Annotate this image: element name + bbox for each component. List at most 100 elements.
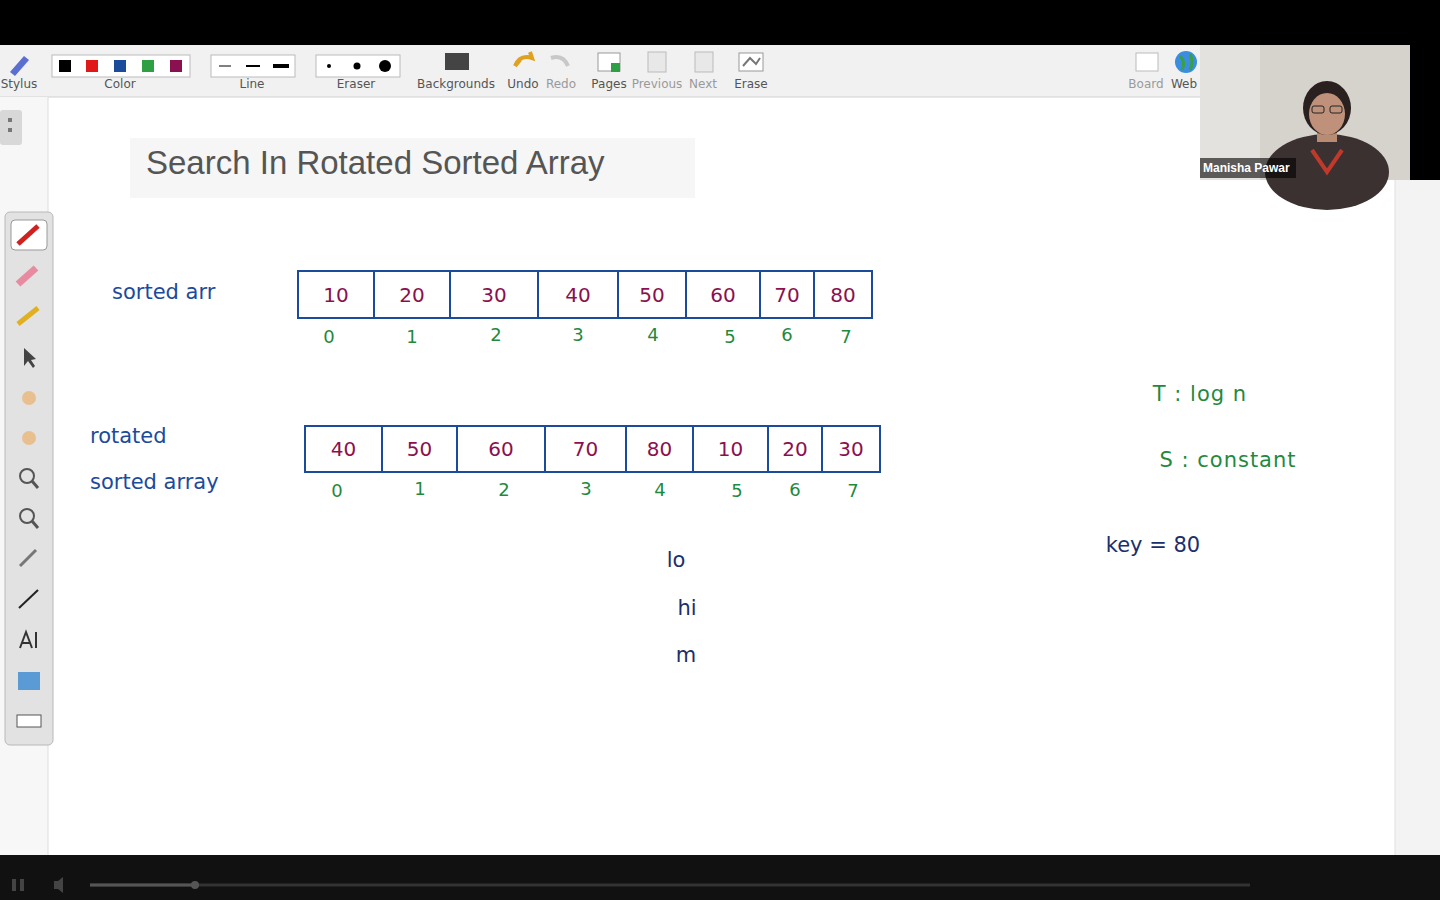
web-icon xyxy=(1175,51,1197,73)
erase-icon xyxy=(739,53,763,71)
index-number: 6 xyxy=(789,479,800,500)
array-cell: 70 xyxy=(544,425,627,473)
label-text: 5 xyxy=(731,480,742,501)
array-cell: 30 xyxy=(449,270,539,319)
board-note: S : constant xyxy=(1159,448,1296,472)
line-tool xyxy=(19,590,38,608)
label-text: Stylus xyxy=(1,77,38,91)
label-text: hi xyxy=(677,596,696,620)
toolbar-label: Web xyxy=(1171,77,1197,91)
toolbar-label: Board xyxy=(1128,77,1163,91)
eraser-size xyxy=(327,64,331,68)
zoom-handle xyxy=(32,521,38,528)
pen-tool xyxy=(18,226,38,244)
tab-dot xyxy=(8,128,12,132)
label-text: 5 xyxy=(724,326,735,347)
toolbar-label: Backgrounds xyxy=(417,77,495,91)
array-cell: 30 xyxy=(821,425,881,473)
line-sample xyxy=(219,66,231,67)
next-icon xyxy=(695,52,713,72)
cell-value: 80 xyxy=(830,283,855,307)
toolbar-label: Stylus xyxy=(1,77,38,91)
web-land xyxy=(1180,54,1192,70)
cell-value: 70 xyxy=(774,283,799,307)
toolbar-label: Next xyxy=(689,77,717,91)
index-number: 5 xyxy=(724,326,735,347)
label-text: 1 xyxy=(414,478,425,499)
array-cell: 40 xyxy=(304,425,383,473)
undo-icon xyxy=(515,52,532,66)
image-tool xyxy=(18,672,40,690)
line-sample xyxy=(273,64,289,68)
color-swatch xyxy=(59,60,71,72)
stylus-icon xyxy=(10,56,29,76)
name-plate xyxy=(1200,158,1296,178)
hand-tool xyxy=(22,431,36,445)
cell-value: 70 xyxy=(573,437,598,461)
text-tool xyxy=(20,632,36,648)
cell-value: 60 xyxy=(488,437,513,461)
label-text: 7 xyxy=(840,326,851,347)
backgrounds-icon xyxy=(445,53,469,70)
glasses xyxy=(1312,106,1324,113)
keyboard-tool xyxy=(17,715,41,727)
label-text: Pages xyxy=(591,77,626,91)
label-text: 4 xyxy=(647,324,658,345)
dropper-tool xyxy=(20,550,36,566)
label-text: Redo xyxy=(546,77,576,91)
zoom-in-tool xyxy=(20,469,34,483)
label-text: Board xyxy=(1128,77,1163,91)
label-text: Web xyxy=(1171,77,1197,91)
eraser-group xyxy=(316,55,400,77)
progress-played xyxy=(90,884,195,887)
person-face xyxy=(1309,93,1345,135)
line-sample xyxy=(246,65,260,67)
array-cell: 20 xyxy=(767,425,823,473)
index-number: 7 xyxy=(840,326,851,347)
array-cell: 70 xyxy=(759,270,815,319)
label-text: S : constant xyxy=(1159,448,1296,472)
erase-mark xyxy=(743,58,760,66)
pause-icon xyxy=(12,879,16,891)
color-swatch xyxy=(170,60,182,72)
line-group xyxy=(211,55,295,77)
toolbar-label: Eraser xyxy=(337,77,375,91)
pages-icon xyxy=(598,53,620,71)
previous-icon xyxy=(648,52,666,72)
label-text: Line xyxy=(239,77,264,91)
eraser-tool xyxy=(18,268,36,284)
board-note: rotated sorted array xyxy=(90,413,240,505)
index-number: 1 xyxy=(414,478,425,499)
label-text: m xyxy=(676,643,696,667)
panel-tab xyxy=(0,110,22,145)
toolbar-label: Color xyxy=(104,77,135,91)
zoom-handle xyxy=(32,481,38,488)
pause-icon xyxy=(20,879,24,891)
label-text: Erase xyxy=(734,77,768,91)
title-band xyxy=(130,138,695,198)
label-text: 2 xyxy=(490,324,501,345)
label-text: 7 xyxy=(847,480,858,501)
highlighter-tool xyxy=(18,308,38,324)
toolbar xyxy=(0,45,1200,97)
array-cell: 50 xyxy=(617,270,687,319)
label-text: 6 xyxy=(789,479,800,500)
player-ground xyxy=(0,855,1440,900)
index-number: 2 xyxy=(498,479,509,500)
label-text: key = 80 xyxy=(1106,533,1200,557)
board-note: lo xyxy=(667,548,686,572)
color-swatch xyxy=(114,60,126,72)
eraser-size xyxy=(354,63,361,70)
array-cell: 10 xyxy=(692,425,769,473)
array-cell: 80 xyxy=(625,425,694,473)
pages-plus xyxy=(611,63,620,72)
person-hair xyxy=(1303,81,1351,135)
cell-value: 60 xyxy=(710,283,735,307)
progress-track xyxy=(90,884,1250,887)
array-cell: 10 xyxy=(297,270,375,319)
progress-knob xyxy=(191,881,199,889)
cell-value: 40 xyxy=(565,283,590,307)
toolbar-label: Undo xyxy=(507,77,538,91)
zoom-out-tool xyxy=(20,509,34,523)
array-cell: 50 xyxy=(381,425,458,473)
